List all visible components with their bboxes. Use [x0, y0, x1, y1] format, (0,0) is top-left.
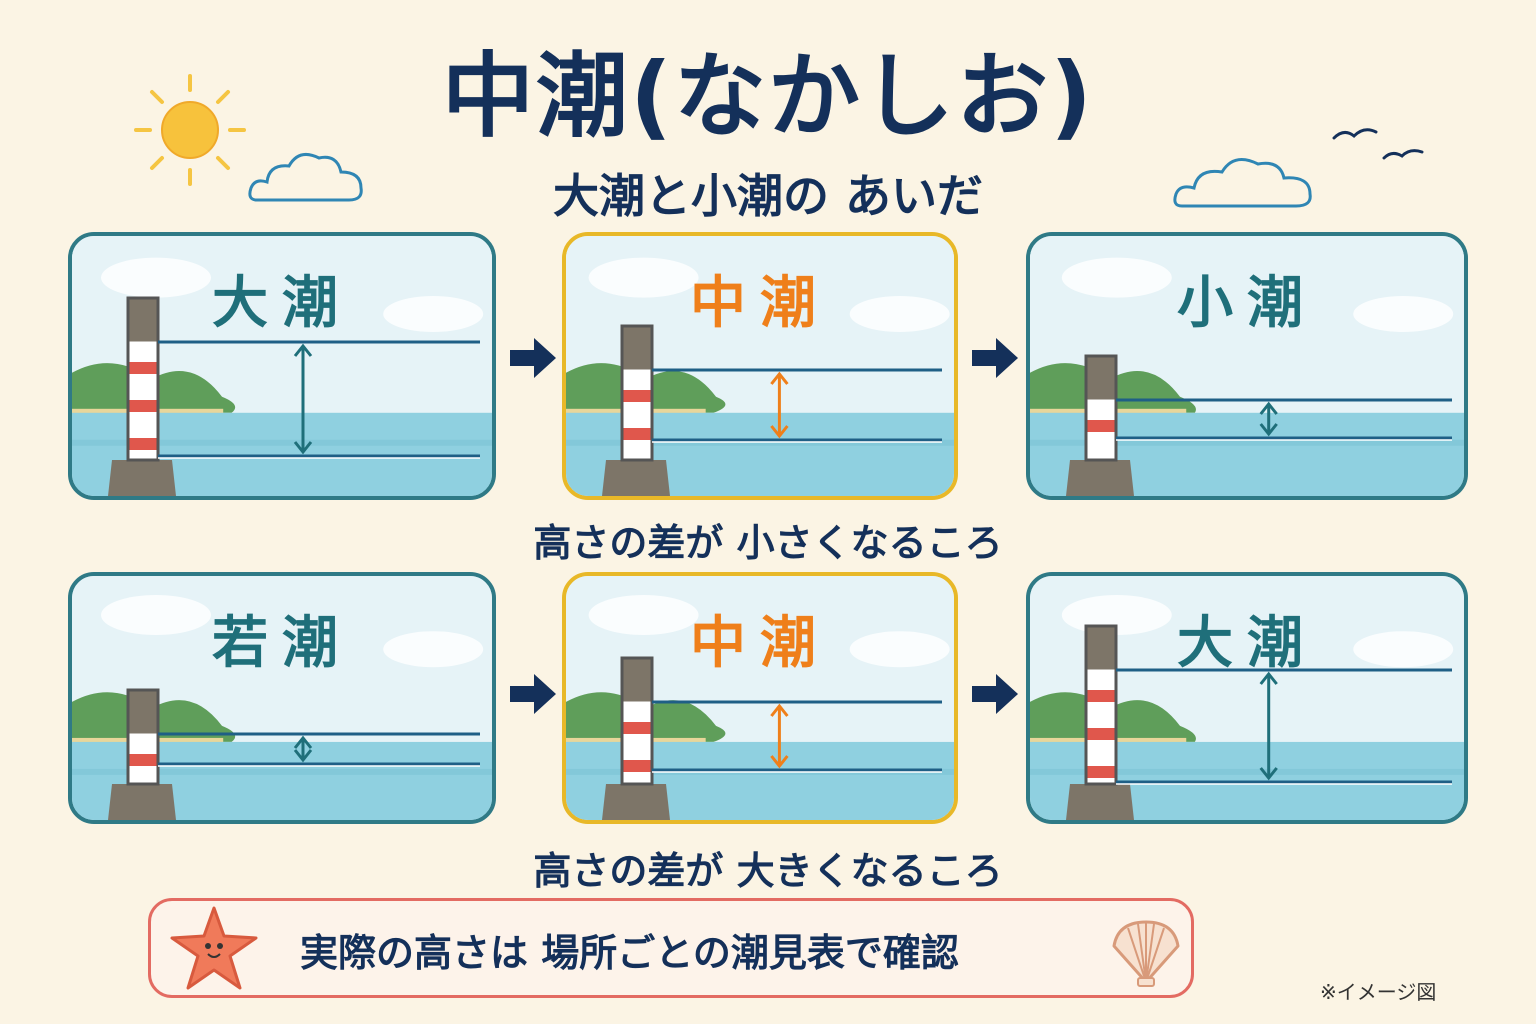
cloud: [588, 595, 699, 636]
note-box: [148, 898, 1194, 998]
pole-top: [623, 327, 651, 370]
tide-scene: [1030, 236, 1464, 496]
range-arrow-head: [1259, 767, 1278, 781]
range-arrow-head: [1259, 423, 1278, 437]
pole-stripe: [623, 428, 651, 440]
cloud: [849, 631, 950, 668]
panel-label: 大潮: [212, 271, 352, 336]
range-arrow-head: [293, 441, 313, 455]
range-arrow-head: [770, 755, 789, 769]
cloud: [101, 595, 211, 636]
panel-label: 小潮: [1177, 271, 1317, 336]
pole-stripe: [623, 760, 651, 772]
pole-stripe: [129, 362, 157, 374]
pole-base: [108, 460, 176, 496]
cloud: [1353, 296, 1454, 332]
arrow-right-icon: [972, 674, 1018, 714]
tide-panel-highlight: 中潮: [562, 232, 958, 500]
range-arrow-head: [770, 371, 789, 385]
range-arrow-head: [770, 703, 789, 717]
shell-icon: [1112, 920, 1180, 987]
birds-icon: [1332, 128, 1424, 160]
pole-base: [602, 460, 670, 496]
pole-top: [1087, 627, 1115, 670]
tide-panel: 大潮: [68, 232, 496, 500]
panel-label: 中潮: [690, 271, 830, 336]
cloud: [849, 296, 950, 332]
range-arrow-head: [293, 749, 313, 763]
pole-top: [623, 659, 651, 702]
tide-scene: [566, 576, 954, 820]
cloud: [588, 257, 699, 298]
row-caption: 高さの差が 小さくなるころ: [533, 521, 1003, 565]
cloud: [1061, 257, 1172, 298]
range-arrow-head: [1259, 671, 1278, 685]
pole-stripe: [129, 438, 157, 450]
tide-panel-highlight: 中潮: [562, 572, 958, 824]
cloud: [383, 631, 484, 668]
tide-panel: 若潮: [68, 572, 496, 824]
pole-base: [1066, 460, 1134, 496]
pole-stripe: [129, 754, 157, 766]
pole-top: [1087, 357, 1115, 400]
range-arrow-head: [293, 343, 313, 357]
cloud-icon: [1173, 158, 1312, 208]
pole-stripe: [1087, 690, 1115, 702]
range-arrow-head: [770, 425, 789, 439]
range-arrow-head: [293, 735, 313, 749]
starfish-icon: [170, 906, 258, 990]
page-subtitle: 大潮と小潮の あいだ: [552, 169, 983, 223]
pole-stripe: [623, 390, 651, 402]
cloud-icon: [248, 152, 363, 202]
cloud: [1353, 631, 1454, 668]
arrow-right-icon: [510, 338, 556, 378]
sun-icon: [134, 74, 246, 186]
pole-stripe: [1087, 728, 1115, 740]
pole-stripe: [1087, 766, 1115, 778]
arrow-right-icon: [972, 338, 1018, 378]
note-text: 実際の高さは 場所ごとの潮見表で確認: [300, 931, 959, 975]
image-note: ※イメージ図: [1320, 980, 1437, 1004]
pole-stripe: [623, 722, 651, 734]
pole-base: [602, 784, 670, 820]
panel-label: 中潮: [690, 611, 830, 676]
tide-scene: [1030, 576, 1464, 820]
tide-scene: [566, 236, 954, 496]
pole-top: [129, 299, 157, 342]
panel-label: 大潮: [1177, 611, 1317, 676]
pole-stripe: [1087, 420, 1115, 432]
arrow-right-icon: [510, 674, 556, 714]
tide-panel: 小潮: [1026, 232, 1468, 500]
pole-base: [108, 784, 176, 820]
pole-base: [1066, 784, 1134, 820]
panel-label: 若潮: [212, 611, 352, 676]
cloud: [383, 296, 484, 332]
row-caption: 高さの差が 大きくなるころ: [533, 849, 1003, 893]
pole-top: [129, 691, 157, 734]
tide-scene: [72, 576, 492, 820]
cloud: [101, 257, 211, 298]
tide-scene: [72, 236, 492, 496]
page-title: 中潮(なかしお): [441, 43, 1095, 150]
range-arrow-head: [1259, 401, 1278, 415]
tide-panel: 大潮: [1026, 572, 1468, 824]
pole-stripe: [129, 400, 157, 412]
